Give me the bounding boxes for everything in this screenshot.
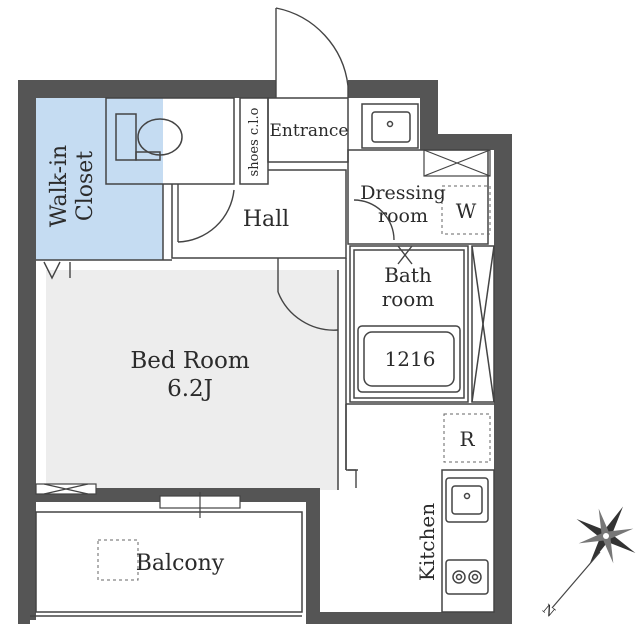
bath-size-label: 1216: [385, 347, 436, 371]
stove: [445, 559, 489, 595]
entrance-sink: [361, 103, 419, 149]
balcony-outline: [30, 511, 303, 617]
balcony-window: [35, 483, 241, 518]
kitchen-label: Kitchen: [415, 503, 439, 581]
compass-rose: [576, 506, 636, 566]
balcony-label: Balcony: [136, 551, 225, 576]
doors: [43, 7, 413, 488]
bedroom-label-line1: Bed Room: [130, 348, 250, 374]
interior-walls: [36, 97, 495, 613]
dressing-storage: [423, 149, 491, 177]
toilet: [115, 113, 183, 161]
outer-walls: [18, 80, 512, 624]
washer-position: [441, 185, 491, 235]
walk-in-closet-label-line1: Walk-in: [47, 145, 72, 227]
walk-in-closet-area: [36, 98, 163, 260]
washer-label: W: [456, 199, 477, 223]
bedroom-area: [46, 270, 338, 490]
refrigerator-position: [443, 413, 491, 463]
hall-label: Hall: [243, 207, 289, 232]
bath-room-label-line1: Bath: [384, 263, 432, 287]
entrance-label: Entrance: [270, 121, 349, 141]
bedroom-label-line2: 6.2J: [167, 376, 213, 402]
shoes-closet-label: shoes c.l.o: [247, 107, 262, 176]
ac-unit-position: [97, 539, 139, 581]
kitchen-sink: [445, 477, 489, 523]
dressing-room-label-line1: Dressing: [360, 182, 446, 204]
refrigerator-label: R: [459, 427, 475, 451]
walk-in-closet-label-line2: Closet: [73, 151, 98, 221]
dressing-room-label-line2: room: [378, 205, 428, 227]
compass-needle: [551, 551, 601, 609]
bath-room-label-line2: room: [382, 287, 435, 311]
